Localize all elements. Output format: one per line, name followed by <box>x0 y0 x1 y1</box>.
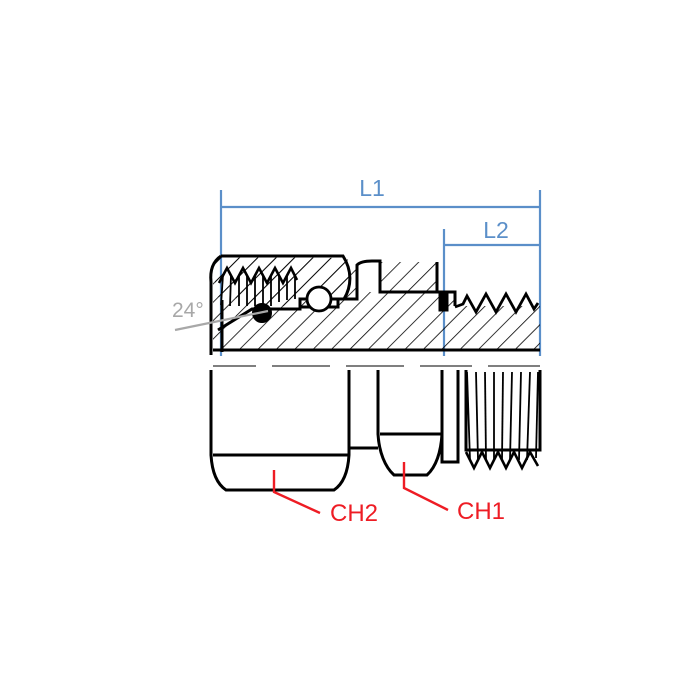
callout-label-ch2: CH2 <box>330 500 378 527</box>
male-thread-section <box>455 306 540 350</box>
thread-collar-outline <box>440 370 460 464</box>
angle-label: 24° <box>172 299 204 322</box>
lower-shoulder-stubs <box>349 446 458 464</box>
nut-left-end <box>209 254 222 355</box>
hex-nut-ch1-outline <box>376 370 444 477</box>
callout-leader-ch1 <box>402 462 449 512</box>
dimension-label-l2: L2 <box>483 217 509 243</box>
dimension-label-l1: L1 <box>359 175 385 201</box>
hex-nut-ch2-outline <box>209 370 351 492</box>
outline-view-lower <box>209 370 542 492</box>
callout-label-ch1: CH1 <box>457 498 505 525</box>
ball-sphere <box>305 285 333 313</box>
angle-leader <box>174 309 269 332</box>
body-top-profile <box>300 259 439 309</box>
callout-leader-ch2 <box>272 470 321 515</box>
female-thread-teeth <box>217 265 299 307</box>
male-thread-teeth <box>454 291 540 315</box>
male-thread-flanks-lower <box>466 371 539 461</box>
cone-seat-line <box>217 299 302 332</box>
oring-seal-right <box>438 291 449 312</box>
